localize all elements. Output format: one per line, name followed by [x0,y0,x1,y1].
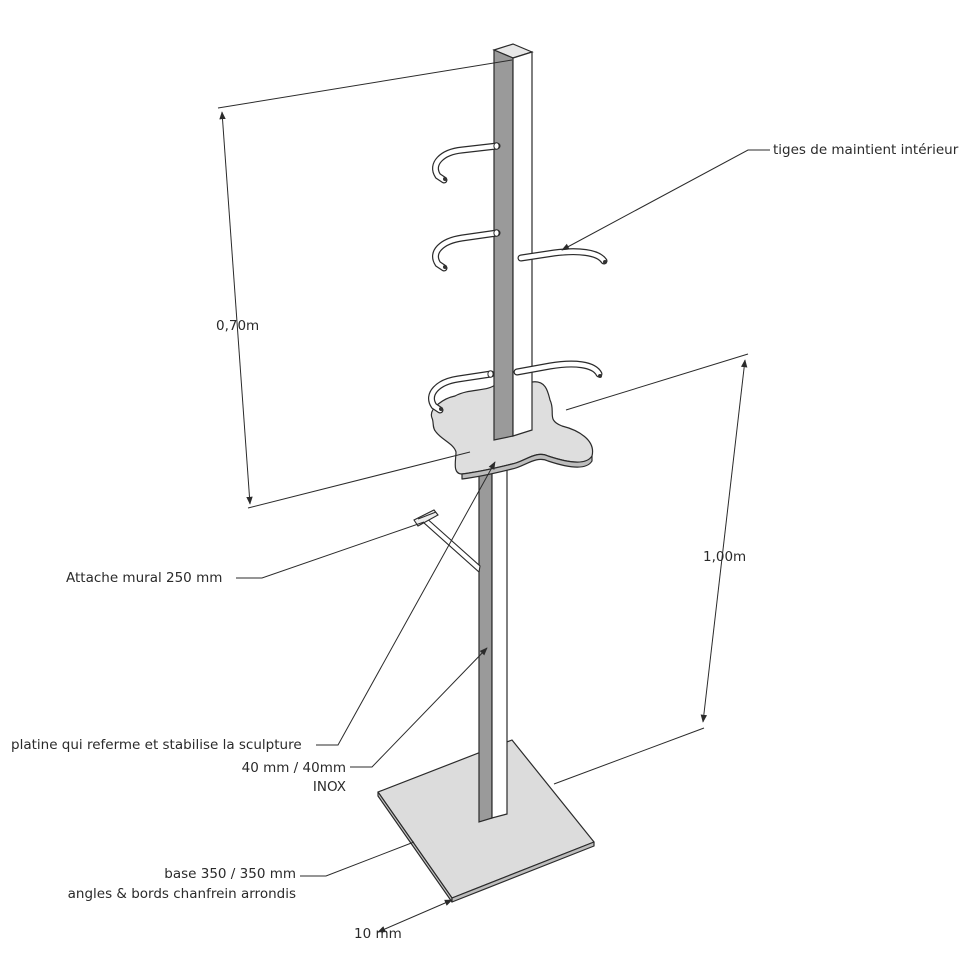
dimension-lower-height: 1,00m [703,549,747,565]
leader-wall-bracket [236,521,425,579]
hook-left-1 [432,142,501,184]
post-lower [478,461,508,823]
label-base-finish: angles & bords chanfrein arrondis [67,886,296,902]
label-wall-bracket: Attache mural 250 mm [66,570,223,586]
dimension-upper-height: 0,70m [216,318,260,334]
hook-left-3 [428,370,495,414]
dim-upper-ext-top [217,59,513,109]
label-post-size: 40 mm / 40mm [241,760,346,776]
post-upper [492,43,534,441]
leader-plate [316,461,496,746]
hook-right-2 [513,360,603,378]
dim-upper-ext-bottom [247,451,471,509]
label-base-size: base 350 / 350 mm [164,866,296,882]
dim-lower-line [700,359,748,723]
hook-left-2 [432,229,501,272]
hook-rods [428,142,608,414]
label-inner-rods: tiges de maintient intérieur [773,142,959,158]
dim-upper-line [219,111,253,505]
wall-bracket [413,509,481,574]
leader-inner-rods [561,149,770,251]
label-plate: platine qui referme et stabilise la scul… [11,737,302,753]
dimension-lines [217,59,770,933]
leader-post [350,647,488,768]
label-post-material: INOX [312,779,346,795]
dim-lower-ext-top [565,353,749,411]
dimension-base-thickness: 10 mm [354,926,402,942]
dim-lower-ext-bottom [553,727,705,785]
hook-right-1 [517,248,608,265]
dim-base-thickness [377,899,453,933]
leader-base [300,841,415,877]
